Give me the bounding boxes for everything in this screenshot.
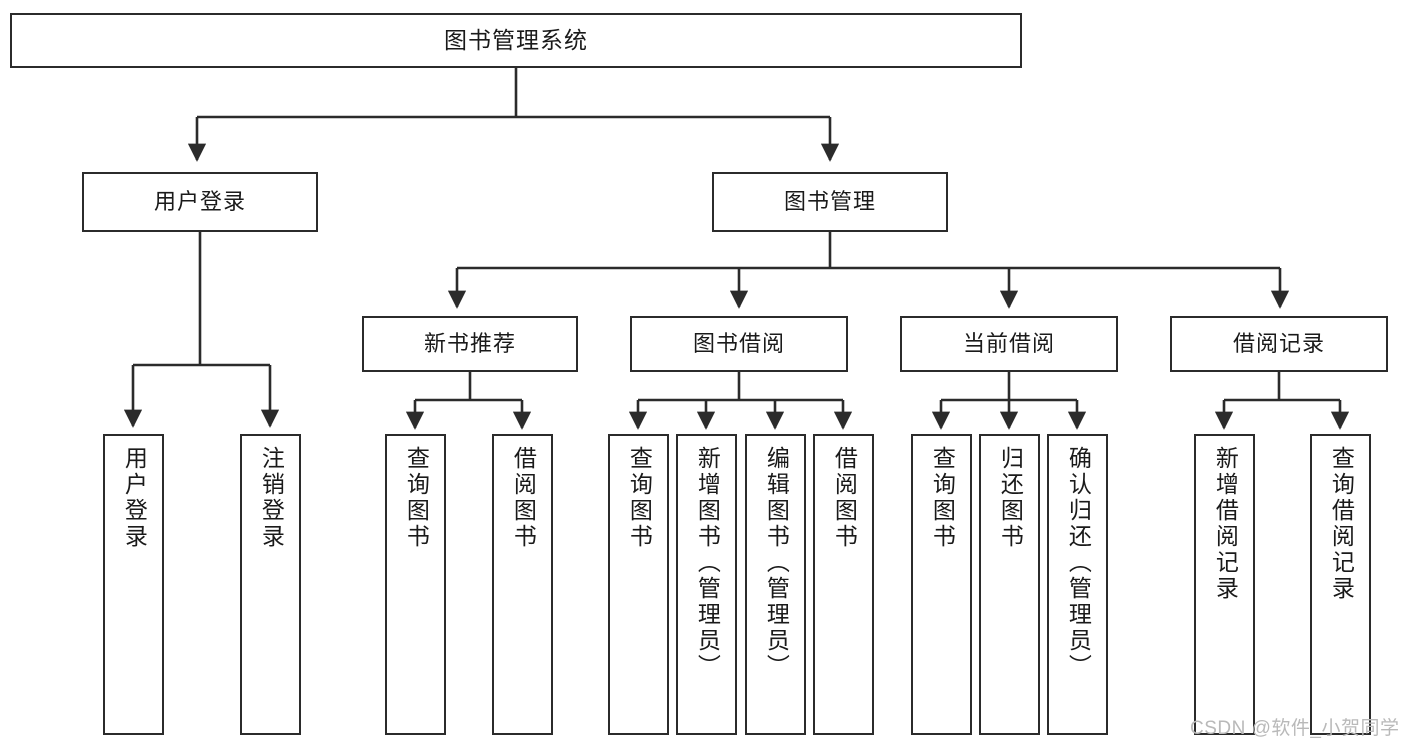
node-label: 图书管理 (783, 188, 876, 214)
node-label: 用户登录 (121, 446, 148, 550)
node-label: 用户登录 (153, 188, 246, 214)
watermark-text: CSDN @软件_小贺同学 (1190, 718, 1400, 739)
leaf-current-return-book[interactable]: 归还图书 (979, 434, 1040, 735)
leaf-borrow-edit-book[interactable]: 编辑图书（管理员） (745, 434, 806, 735)
leaf-user-logout[interactable]: 注销登录 (240, 434, 301, 735)
node-label: 图书管理系统 (444, 26, 588, 53)
node-label: 查询图书 (626, 446, 653, 550)
node-label: 借阅记录 (1232, 330, 1325, 356)
node-user-login[interactable]: 用户登录 (82, 172, 318, 232)
node-label: 注销登录 (258, 446, 285, 550)
leaf-record-query-record[interactable]: 查询借阅记录 (1310, 434, 1371, 735)
leaf-current-confirm-return[interactable]: 确认归还（管理员） (1047, 434, 1108, 735)
node-label: 新增图书（管理员） (694, 446, 721, 680)
leaf-newbook-borrow-book[interactable]: 借阅图书 (492, 434, 553, 735)
leaf-record-add-record[interactable]: 新增借阅记录 (1194, 434, 1255, 735)
node-label: 编辑图书（管理员） (763, 446, 790, 680)
leaf-user-login[interactable]: 用户登录 (103, 434, 164, 735)
node-book-borrow[interactable]: 图书借阅 (630, 316, 848, 372)
node-root-system[interactable]: 图书管理系统 (10, 13, 1022, 68)
leaf-current-query-book[interactable]: 查询图书 (911, 434, 972, 735)
leaf-newbook-query-book[interactable]: 查询图书 (385, 434, 446, 735)
node-new-book-recommend[interactable]: 新书推荐 (362, 316, 578, 372)
node-label: 新增借阅记录 (1212, 446, 1239, 602)
node-label: 查询图书 (929, 446, 956, 550)
node-label: 图书借阅 (692, 330, 785, 356)
node-label: 归还图书 (997, 446, 1024, 550)
leaf-borrow-borrow-book[interactable]: 借阅图书 (813, 434, 874, 735)
node-label: 借阅图书 (510, 446, 537, 550)
node-label: 借阅图书 (831, 446, 858, 550)
node-label: 查询借阅记录 (1328, 446, 1355, 602)
node-current-borrow[interactable]: 当前借阅 (900, 316, 1118, 372)
node-borrow-record[interactable]: 借阅记录 (1170, 316, 1388, 372)
node-label: 当前借阅 (962, 330, 1055, 356)
leaf-borrow-query-book[interactable]: 查询图书 (608, 434, 669, 735)
node-label: 查询图书 (403, 446, 430, 550)
node-book-management[interactable]: 图书管理 (712, 172, 948, 232)
leaf-borrow-add-book[interactable]: 新增图书（管理员） (676, 434, 737, 735)
node-label: 新书推荐 (423, 330, 516, 356)
node-label: 确认归还（管理员） (1065, 446, 1092, 680)
